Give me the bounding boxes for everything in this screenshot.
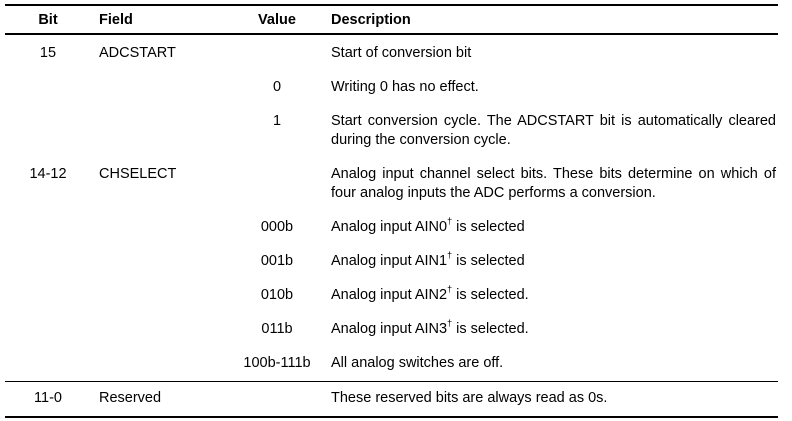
description-cell: Analog input channel select bits. These … [331, 166, 776, 201]
table-top-rule [5, 4, 778, 6]
description-cell: These reserved bits are always read as 0… [331, 390, 608, 406]
description-text: Analog input AIN3 [331, 321, 448, 337]
bit-cell: 15 [39, 45, 57, 61]
table-row: 001b Analog input AIN1† is selected [5, 250, 778, 271]
value-cell: 0 [272, 79, 282, 95]
value-cell: 1 [272, 113, 282, 129]
value-cell: 010b [260, 287, 294, 303]
table-row: 0 Writing 0 has no effect. [5, 78, 778, 97]
value-cell: 000b [260, 219, 294, 235]
header-value: Value [258, 12, 296, 28]
field-cell: CHSELECT [99, 166, 177, 182]
header-bit: Bit [38, 12, 58, 28]
description-cell: Analog input AIN0† is selected [323, 216, 778, 237]
dagger-footnote-mark: † [447, 284, 453, 295]
value-cell: 001b [260, 253, 294, 269]
description-text: is selected. [452, 287, 529, 303]
header-description: Description [331, 12, 411, 28]
bit-cell: 11-0 [34, 390, 62, 406]
header-field: Field [99, 12, 133, 28]
table-row: 000b Analog input AIN0† is selected [5, 216, 778, 237]
description-cell: Analog input AIN1† is selected [323, 250, 778, 271]
description-cell: Analog input AIN3† is selected. [323, 318, 778, 339]
dagger-footnote-mark: † [447, 250, 453, 261]
description-cell: All analog switches are off. [331, 355, 504, 371]
register-bit-table: Bit Field Value Description 15 ADCSTART … [5, 7, 778, 418]
table-header-row: Bit Field Value Description [5, 7, 778, 35]
table-row: 11-0 Reserved These reserved bits are al… [5, 381, 778, 418]
field-cell: Reserved [99, 390, 162, 406]
description-text: is selected [452, 219, 525, 235]
value-cell: 011b [261, 321, 293, 337]
table-row: 15 ADCSTART Start of conversion bit [5, 44, 778, 63]
value-cell: 100b-111b [243, 355, 311, 371]
description-text: Analog input AIN0 [331, 219, 448, 235]
table-row: 14-12 CHSELECT Analog input channel sele… [5, 165, 778, 203]
field-cell: ADCSTART [99, 45, 176, 61]
table-row: 011b Analog input AIN3† is selected. [5, 318, 778, 339]
table-row: 100b-111b All analog switches are off. [5, 354, 778, 381]
description-text: Analog input AIN2 [331, 287, 448, 303]
description-cell: Writing 0 has no effect. [331, 79, 479, 95]
description-text: is selected [452, 253, 525, 269]
table-row: 010b Analog input AIN2† is selected. [5, 284, 778, 305]
bit-cell: 14-12 [29, 166, 67, 182]
table-row: 1 Start conversion cycle. The ADCSTART b… [5, 112, 778, 150]
description-cell: Start of conversion bit [331, 45, 472, 61]
description-text: Analog input AIN1 [331, 253, 448, 269]
description-cell: Start conversion cycle. The ADCSTART bit… [331, 113, 776, 148]
dagger-footnote-mark: † [447, 318, 453, 329]
description-text: is selected. [452, 321, 529, 337]
dagger-footnote-mark: † [447, 216, 453, 227]
description-cell: Analog input AIN2† is selected. [323, 284, 778, 305]
